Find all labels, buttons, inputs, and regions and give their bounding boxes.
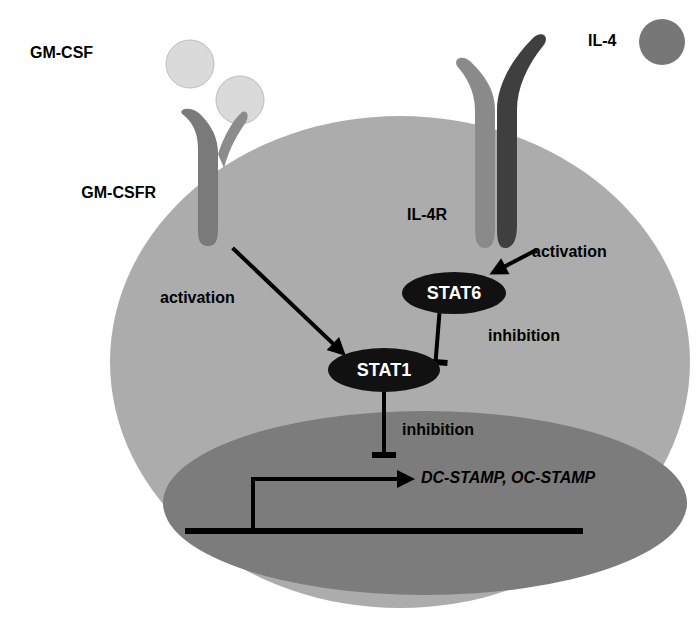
edge-label: inhibition	[488, 327, 560, 345]
connector	[489, 250, 536, 275]
dna-line	[185, 528, 583, 534]
node-label: STAT6	[427, 283, 481, 304]
receptor-shape	[455, 30, 550, 252]
edge-label: activation	[160, 289, 235, 307]
edge-label: activation	[532, 243, 607, 261]
promoter-arrow	[253, 479, 400, 531]
stat6-ellipse: STAT6	[402, 272, 506, 314]
receptor-chain	[218, 112, 248, 168]
gm-csf-ligand	[166, 40, 214, 88]
connector	[233, 248, 346, 356]
receptor-chain	[497, 34, 546, 248]
node-label: IL-4R	[407, 206, 447, 224]
node-label: GM-CSFR	[81, 184, 156, 202]
connector-line	[233, 248, 335, 345]
receptor-il-4r: IL-4R	[455, 30, 550, 252]
promoter-arrowhead	[397, 470, 415, 488]
il-4-ligand	[639, 19, 685, 65]
gene-promoter	[185, 455, 700, 540]
receptor-gm-csfr: GM-CSFR	[178, 108, 248, 248]
ligand-label: GM-CSF	[30, 44, 93, 62]
connector-line	[504, 250, 537, 267]
cell-body	[110, 116, 690, 608]
node-label: DC-STAMP, OC-STAMP	[421, 469, 595, 487]
receptor-shape	[178, 108, 248, 248]
connector-line	[382, 392, 386, 455]
gene-locus: DC-STAMP, OC-STAMP	[185, 455, 610, 540]
edge-label: inhibition	[402, 421, 474, 439]
receptor-chain	[181, 109, 218, 246]
nucleus	[163, 411, 687, 595]
ligand-label: IL-4	[588, 32, 616, 50]
connector	[372, 392, 396, 455]
stat1-ellipse: STAT1	[328, 348, 440, 392]
receptor-chain	[456, 58, 495, 248]
connector-line	[436, 313, 440, 362]
node-label: STAT1	[357, 360, 411, 381]
